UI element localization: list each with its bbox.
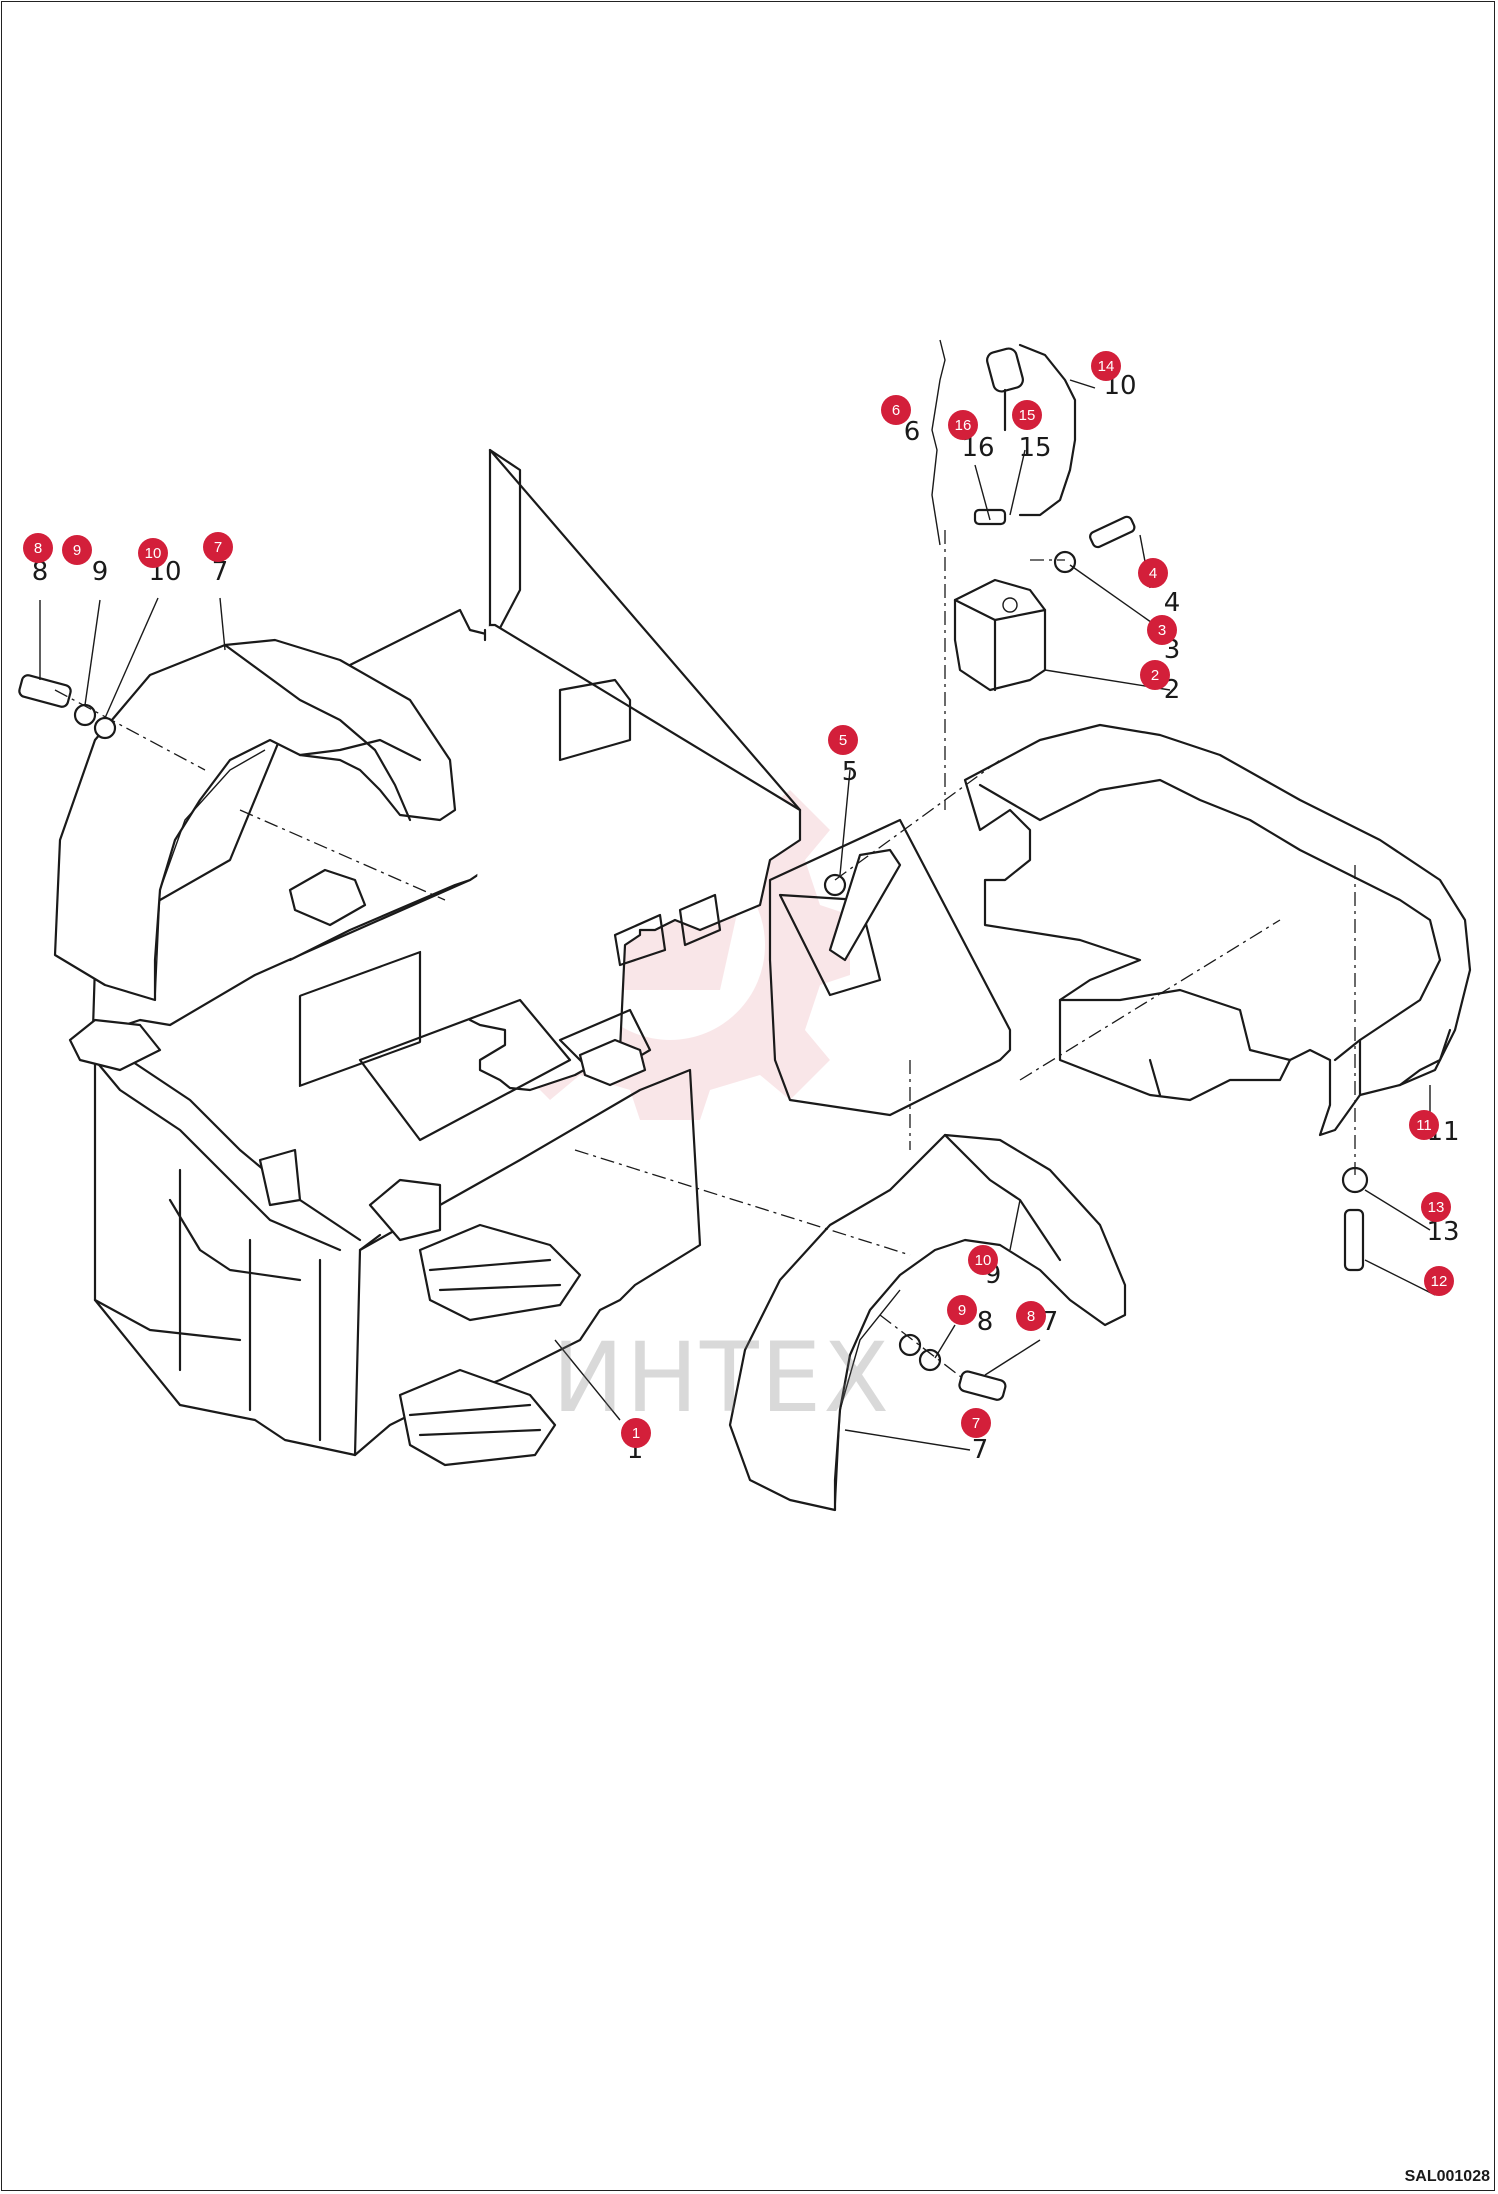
bracket-part-2	[953, 578, 1047, 692]
printed-number: 8	[31, 557, 49, 587]
printed-number: 5	[841, 757, 859, 787]
printed-number: 13	[1426, 1217, 1460, 1247]
callout-16[interactable]: 16	[948, 410, 978, 440]
diagram-code: SAL001028	[1404, 2168, 1490, 2185]
printed-number: 8	[976, 1307, 994, 1337]
counterweight-part-11	[963, 723, 1472, 1137]
callout-10-right[interactable]: 10	[968, 1245, 998, 1275]
callout-6[interactable]: 6	[881, 395, 911, 425]
callout-11[interactable]: 11	[1409, 1110, 1439, 1140]
callout-9-left[interactable]: 9	[62, 535, 92, 565]
printed-number: 7	[971, 1435, 989, 1465]
callout-14[interactable]: 14	[1091, 351, 1121, 381]
watermark-text: ИНТЕХ	[552, 1322, 892, 1434]
printed-number: 4	[1163, 588, 1181, 618]
fasteners	[18, 343, 1369, 1401]
callout-2[interactable]: 2	[1140, 660, 1170, 690]
callout-10-left[interactable]: 10	[138, 538, 168, 568]
printed-number: 7	[211, 557, 229, 587]
printed-number: 6	[903, 417, 921, 447]
leader-lines	[39, 339, 1436, 1451]
callout-12[interactable]: 12	[1424, 1266, 1454, 1296]
callout-15[interactable]: 15	[1012, 400, 1042, 430]
callout-7-right[interactable]: 7	[961, 1408, 991, 1438]
callout-7-left[interactable]: 7	[203, 532, 233, 562]
callout-8-right[interactable]: 8	[1016, 1301, 1046, 1331]
callout-8-left[interactable]: 8	[23, 533, 53, 563]
callout-13[interactable]: 13	[1421, 1192, 1451, 1222]
callout-9-right[interactable]: 9	[947, 1295, 977, 1325]
callout-5[interactable]: 5	[828, 725, 858, 755]
printed-number: 9	[91, 557, 109, 587]
callout-1[interactable]: 1	[621, 1418, 651, 1448]
callout-4[interactable]: 4	[1138, 558, 1168, 588]
printed-number: 15	[1018, 433, 1052, 463]
callout-3[interactable]: 3	[1147, 615, 1177, 645]
